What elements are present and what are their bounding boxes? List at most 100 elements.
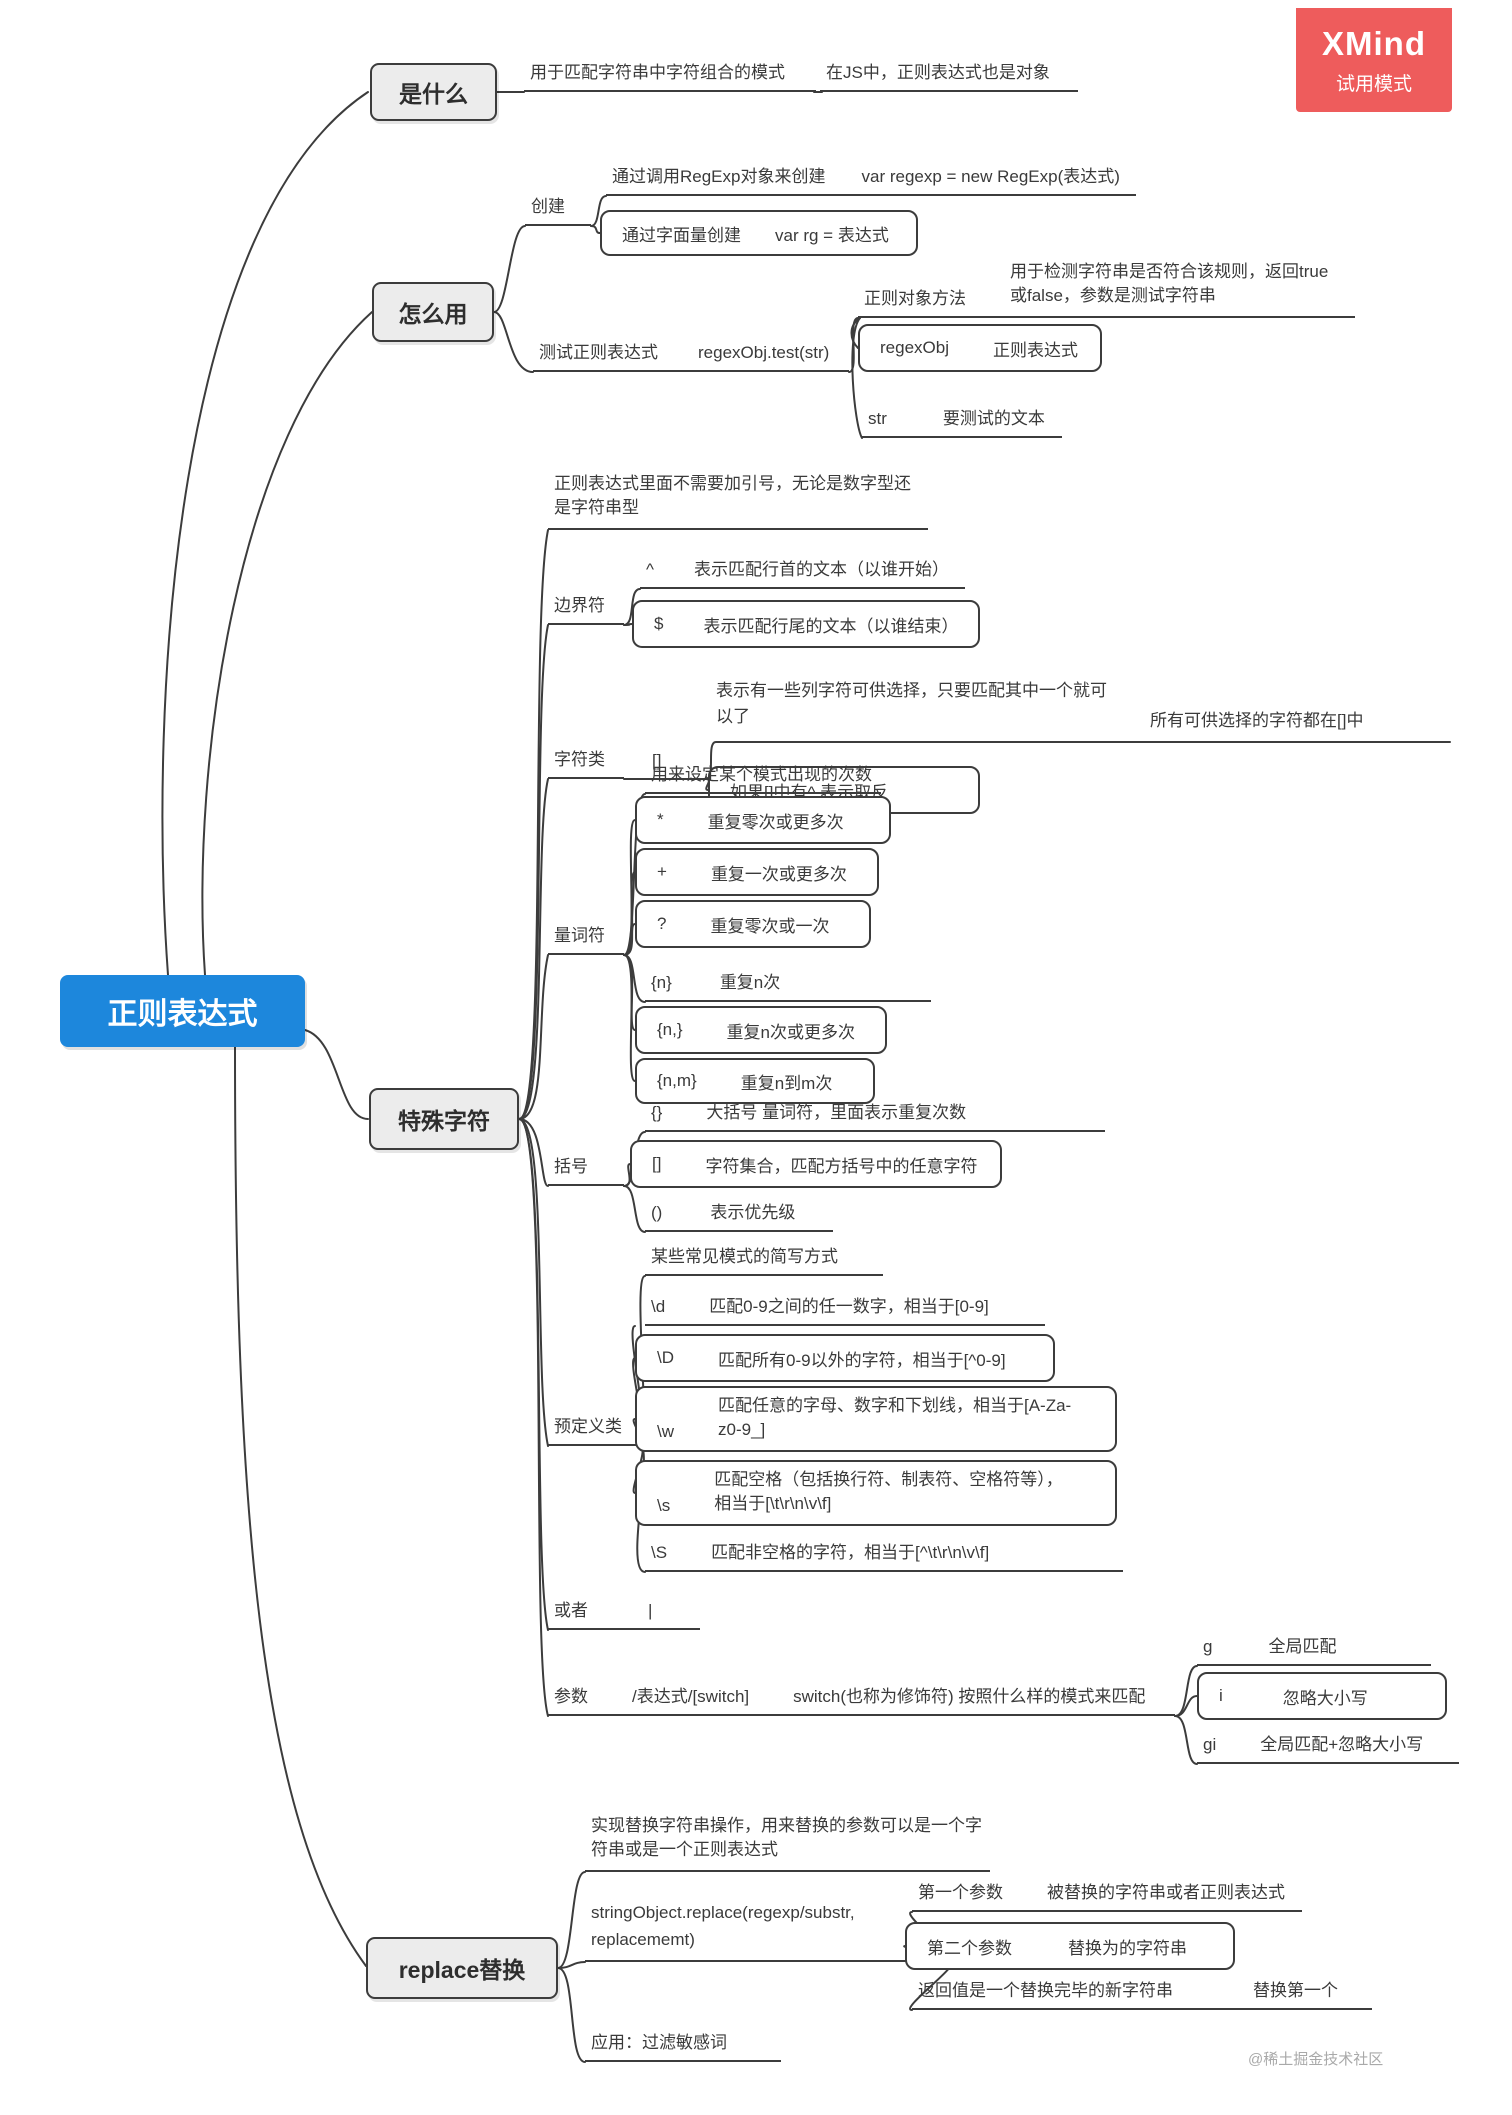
predef-d-sym: \d xyxy=(651,1297,666,1316)
caret-desc: 表示匹配行首的文本（以谁开始） xyxy=(693,560,949,579)
node-bracket-curly[interactable]: {} 大括号 量词符，里面表示重复次数 xyxy=(645,1100,1105,1132)
node-quant-nm[interactable]: {n,m} 重复n到m次 xyxy=(635,1058,875,1104)
node-charclass-sym[interactable]: [] xyxy=(652,748,661,774)
node-flag-gi[interactable]: gi 全局匹配+忽略大小写 xyxy=(1197,1732,1459,1764)
node-predef-s[interactable]: \s 匹配空格（包括换行符、制表符、空格符等），相当于[\t\r\n\v\f] xyxy=(635,1460,1117,1526)
node-quant-plus[interactable]: + 重复一次或更多次 xyxy=(635,848,879,896)
topic-special[interactable]: 特殊字符 xyxy=(369,1088,519,1150)
create-literal-code: var rg = 表达式 xyxy=(775,225,889,245)
flag-g-sym: g xyxy=(1203,1637,1213,1656)
quant-star-sym: * xyxy=(657,810,664,829)
special-note-text: 正则表达式里面不需要加引号，无论是数字型还是字符串型 xyxy=(554,473,911,518)
node-dollar[interactable]: $ 表示匹配行尾的文本（以谁结束） xyxy=(632,600,980,648)
quant-question-desc: 重复零次或一次 xyxy=(710,916,830,936)
node-quantifier[interactable]: 量词符 xyxy=(548,923,624,955)
node-what-object[interactable]: 在JS中，正则表达式也是对象 xyxy=(820,60,1078,92)
dollar-sym: $ xyxy=(654,614,664,633)
node-replace-code[interactable]: stringObject.replace(regexp/substr, repl… xyxy=(585,1903,950,1962)
replace-p2-label: 第二个参数 xyxy=(927,1938,1012,1958)
node-replace-app[interactable]: 应用：过滤敏感词 xyxy=(585,2030,781,2062)
quant-nm-desc: 重复n到m次 xyxy=(740,1073,833,1093)
quant-nmin-sym: {n,} xyxy=(657,1020,683,1039)
node-flag-i[interactable]: i 忽略大小写 xyxy=(1197,1672,1447,1720)
trial-mode-label: 试用模式 xyxy=(1335,73,1412,95)
node-caret[interactable]: ^ 表示匹配行首的文本（以谁开始） xyxy=(640,557,965,589)
bracket-curly-sym: {} xyxy=(651,1103,663,1122)
node-predef-D[interactable]: \D 匹配所有0-9以外的字符，相当于[^0-9] xyxy=(635,1334,1055,1382)
node-predef-S[interactable]: \S 匹配非空格的字符，相当于[^\t\r\n\v\f] xyxy=(645,1540,1123,1572)
node-flag-g[interactable]: g 全局匹配 xyxy=(1197,1634,1431,1666)
bracket-square-sym: [] xyxy=(652,1154,662,1173)
root-node-regex[interactable]: 正则表达式 xyxy=(60,975,305,1047)
replace-code-line1: stringObject.replace(regexp/substr, xyxy=(591,1903,855,1923)
node-test-label: 测试正则表达式 xyxy=(539,343,658,362)
predef-s-desc: 匹配空格（包括换行符、制表符、空格符等），相当于[\t\r\n\v\f] xyxy=(714,1470,1063,1514)
flag-gi-desc: 全局匹配+忽略大小写 xyxy=(1260,1735,1424,1754)
node-boundary[interactable]: 边界符 xyxy=(548,593,624,625)
node-quant-n[interactable]: {n} 重复n次 xyxy=(645,970,931,1002)
replace-return-text: 返回值是一个替换完毕的新字符串 xyxy=(918,1981,1173,2000)
node-create-literal[interactable]: 通过字面量创建 var rg = 表达式 xyxy=(600,210,918,256)
node-or[interactable]: 或者 | xyxy=(548,1598,700,1630)
node-create-regexp[interactable]: 通过调用RegExp对象来创建 var regexp = new RegExp(… xyxy=(606,164,1136,196)
charclass-label: 字符类 xyxy=(554,750,605,769)
node-replace-return[interactable]: 返回值是一个替换完毕的新字符串 替换第一个 xyxy=(912,1978,1372,2010)
topic-how[interactable]: 怎么用 xyxy=(372,282,494,342)
node-replace-note[interactable]: 实现替换字符串操作，用来替换的参数可以是一个字符串或是一个正则表达式 xyxy=(585,1814,990,1872)
root-label: 正则表达式 xyxy=(107,998,258,1031)
node-quant-question[interactable]: ? 重复零次或一次 xyxy=(635,900,871,948)
node-replace-p1[interactable]: 第一个参数 被替换的字符串或者正则表达式 xyxy=(912,1880,1302,1912)
node-charclass[interactable]: 字符类 xyxy=(548,747,624,779)
arg-regexobj-desc: 正则表达式 xyxy=(992,340,1078,360)
bracket-label: 括号 xyxy=(554,1157,588,1176)
node-bracket-square[interactable]: [] 字符集合，匹配方括号中的任意字符 xyxy=(630,1140,1002,1188)
predef-S-desc: 匹配非空格的字符，相当于[^\t\r\n\v\f] xyxy=(711,1543,990,1562)
topic-what[interactable]: 是什么 xyxy=(370,63,497,121)
node-quantifier-note[interactable]: 用来设定某个模式出现的次数 xyxy=(645,762,881,794)
topic-what-label: 是什么 xyxy=(399,81,468,107)
node-special-note[interactable]: 正则表达式里面不需要加引号，无论是数字型还是字符串型 xyxy=(548,472,928,530)
bracket-paren-desc: 表示优先级 xyxy=(710,1203,796,1222)
node-create-label: 创建 xyxy=(531,197,565,216)
flag-i-sym: i xyxy=(1219,1686,1223,1705)
quant-star-desc: 重复零次或更多次 xyxy=(707,812,844,832)
quantifier-note-text: 用来设定某个模式出现的次数 xyxy=(651,765,872,784)
replace-p2-desc: 替换为的字符串 xyxy=(1068,1938,1187,1958)
caret-sym: ^ xyxy=(646,560,654,579)
predef-s-sym: \s xyxy=(657,1496,671,1515)
node-quant-nmin[interactable]: {n,} 重复n次或更多次 xyxy=(635,1006,887,1054)
or-sym: | xyxy=(648,1601,653,1620)
node-what-pattern[interactable]: 用于匹配字符串中字符组合的模式 xyxy=(524,60,816,92)
arg-regexobj-sym: regexObj xyxy=(880,338,949,357)
node-charclass-desc2[interactable]: 所有可供选择的字符都在[]中 xyxy=(1150,708,1450,734)
regex-method-note: 用于检测字符串是否符合该规则，返回true或false，参数是测试字符串 xyxy=(1010,261,1329,306)
quant-plus-desc: 重复一次或更多次 xyxy=(710,864,847,884)
arg-str-sym: str xyxy=(868,409,887,428)
node-arg-regexobj[interactable]: regexObj 正则表达式 xyxy=(858,324,1102,372)
node-quant-star[interactable]: * 重复零次或更多次 xyxy=(635,796,891,844)
node-bracket[interactable]: 括号 xyxy=(548,1154,624,1186)
bracket-curly-desc: 大括号 量词符，里面表示重复次数 xyxy=(706,1103,967,1122)
topic-replace[interactable]: replace替换 xyxy=(366,1937,558,1999)
node-charclass-desc[interactable]: 表示有一些列字符可供选择，只要匹配其中一个就可以了 xyxy=(716,678,1118,729)
quant-n-sym: {n} xyxy=(651,973,672,992)
node-param[interactable]: 参数 /表达式/[switch] switch(也称为修饰符) 按照什么样的模式… xyxy=(548,1684,1175,1716)
node-arg-str[interactable]: str 要测试的文本 xyxy=(862,406,1062,438)
flag-i-desc: 忽略大小写 xyxy=(1282,1688,1368,1708)
quant-question-sym: ? xyxy=(657,914,667,933)
node-predef-w[interactable]: \w 匹配任意的字母、数字和下划线，相当于[A-Za-z0-9_] xyxy=(635,1386,1117,1452)
node-predefined[interactable]: 预定义类 xyxy=(548,1414,640,1446)
node-test[interactable]: 测试正则表达式 regexObj.test(str) xyxy=(533,340,849,372)
node-regex-method[interactable]: 正则对象方法 用于检测字符串是否符合该规则，返回true或false，参数是测试… xyxy=(858,262,1355,318)
or-label: 或者 xyxy=(554,1601,588,1620)
node-create[interactable]: 创建 xyxy=(525,194,591,226)
predef-D-sym: \D xyxy=(657,1348,674,1367)
flag-g-desc: 全局匹配 xyxy=(1268,1637,1337,1656)
node-replace-p2[interactable]: 第二个参数 替换为的字符串 xyxy=(905,1922,1235,1970)
dollar-desc: 表示匹配行尾的文本（以谁结束） xyxy=(703,616,959,636)
node-predefined-note[interactable]: 某些常见模式的简写方式 xyxy=(645,1244,883,1276)
node-predef-d[interactable]: \d 匹配0-9之间的任一数字，相当于[0-9] xyxy=(645,1294,1045,1326)
node-bracket-paren[interactable]: () 表示优先级 xyxy=(645,1200,833,1232)
